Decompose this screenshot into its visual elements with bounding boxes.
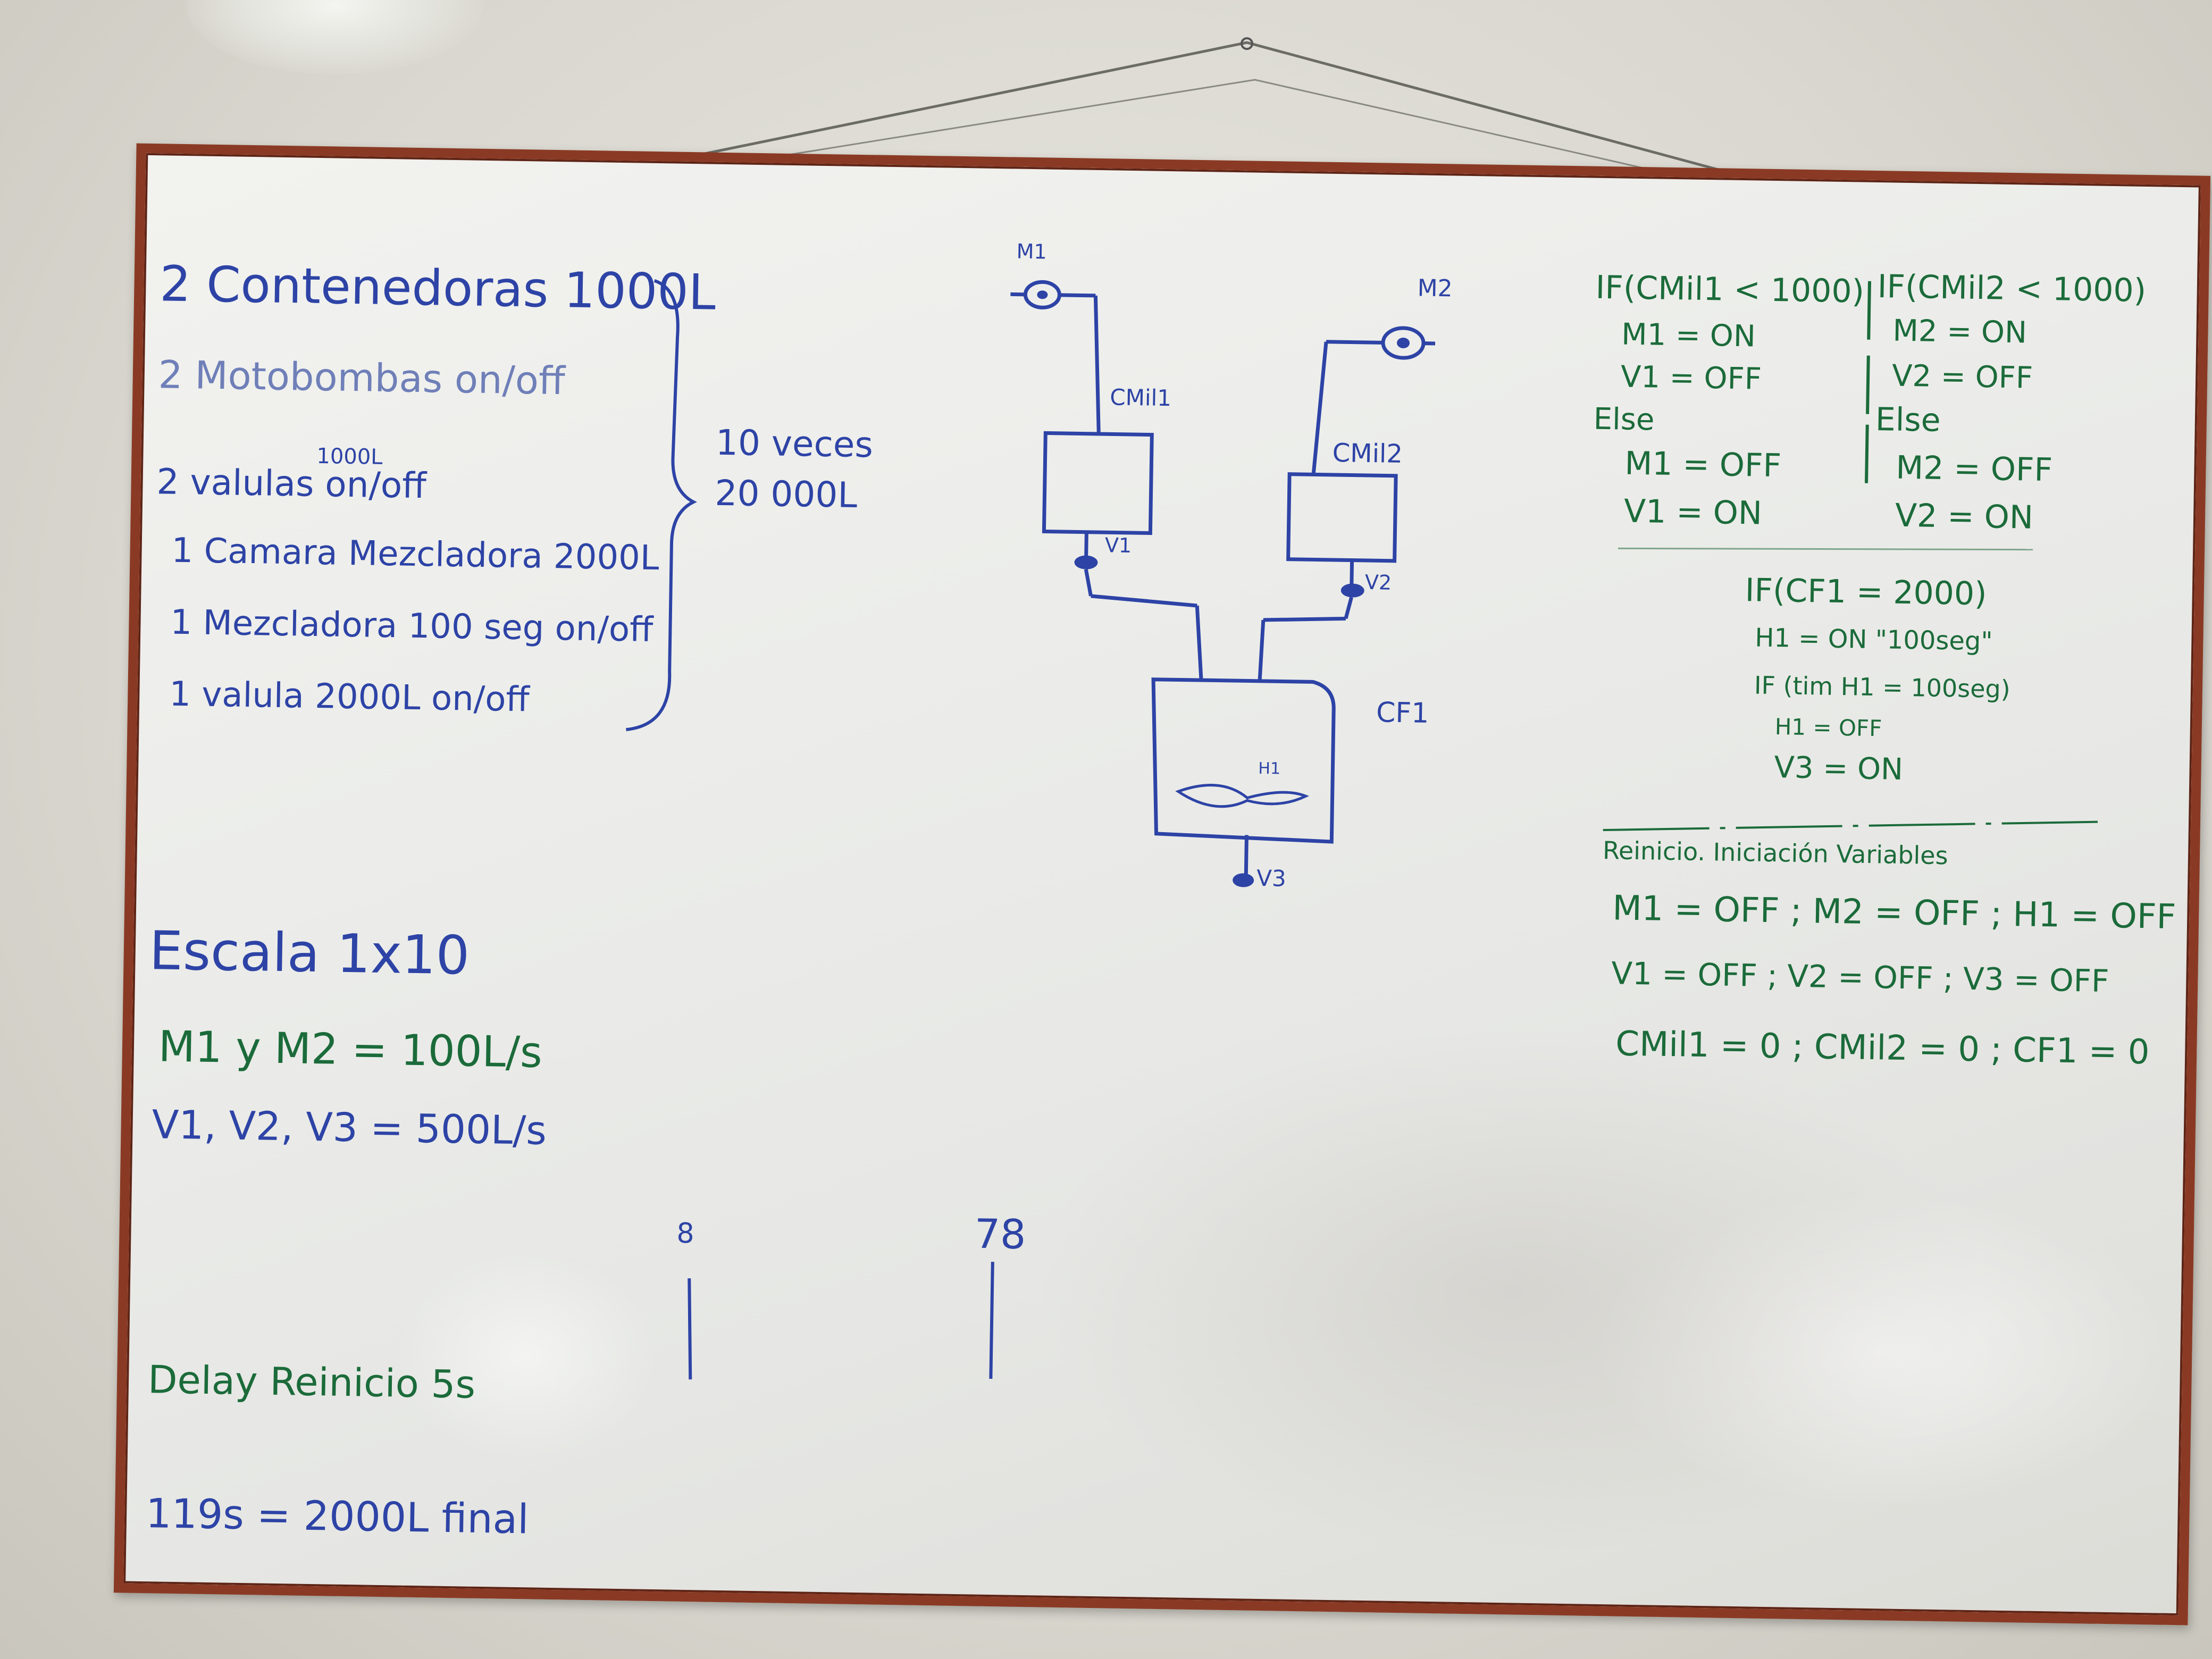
logic-if-tank2: IF(CMil2 < 1000) xyxy=(1877,267,2147,309)
logic-else-2: Else xyxy=(1875,400,1941,439)
reset-valves: V1 = OFF ; V2 = OFF ; V3 = OFF xyxy=(1611,955,2110,999)
logic-if-timer: IF (tim H1 = 100seg) xyxy=(1754,671,2011,704)
logic-if-chamber: IF(CF1 = 2000) xyxy=(1745,572,1988,613)
valve-1-icon xyxy=(1074,555,1098,569)
process-diagram xyxy=(1010,280,1436,887)
whiteboard: 2 Contenedoras 1000L 2 Motobombas on/off… xyxy=(113,143,2211,1626)
curly-brace xyxy=(626,279,697,732)
logic-else2-valve: V2 = ON xyxy=(1895,497,2034,537)
valve-2-icon xyxy=(1340,583,1364,598)
tally-lines xyxy=(688,1262,994,1380)
reset-title: Reinicio. Iniciación Variables xyxy=(1602,836,1948,870)
tank-1 xyxy=(1042,431,1154,535)
logic-else2-pump: M2 = OFF xyxy=(1895,449,2053,489)
mixing-chamber xyxy=(1151,677,1336,844)
logic-valve3-on: V3 = ON xyxy=(1774,750,1904,787)
logic-divider xyxy=(1603,281,2098,832)
valve-3-icon xyxy=(1233,873,1254,887)
tank-2 xyxy=(1286,472,1398,563)
logic-if-tank2-pump: M2 = ON xyxy=(1892,313,2027,350)
reset-pumps-mixer: M1 = OFF ; M2 = OFF ; H1 = OFF xyxy=(1612,889,2176,937)
mixer-blade-icon xyxy=(1175,784,1309,808)
reset-volumes: CMil1 = 0 ; CMil2 = 0 ; CF1 = 0 xyxy=(1615,1024,2150,1073)
logic-mixer-off: H1 = OFF xyxy=(1774,714,1882,742)
logic-if-tank2-valve: V2 = OFF xyxy=(1891,358,2033,396)
logic-mixer-on: H1 = ON "100seg" xyxy=(1754,623,1993,657)
